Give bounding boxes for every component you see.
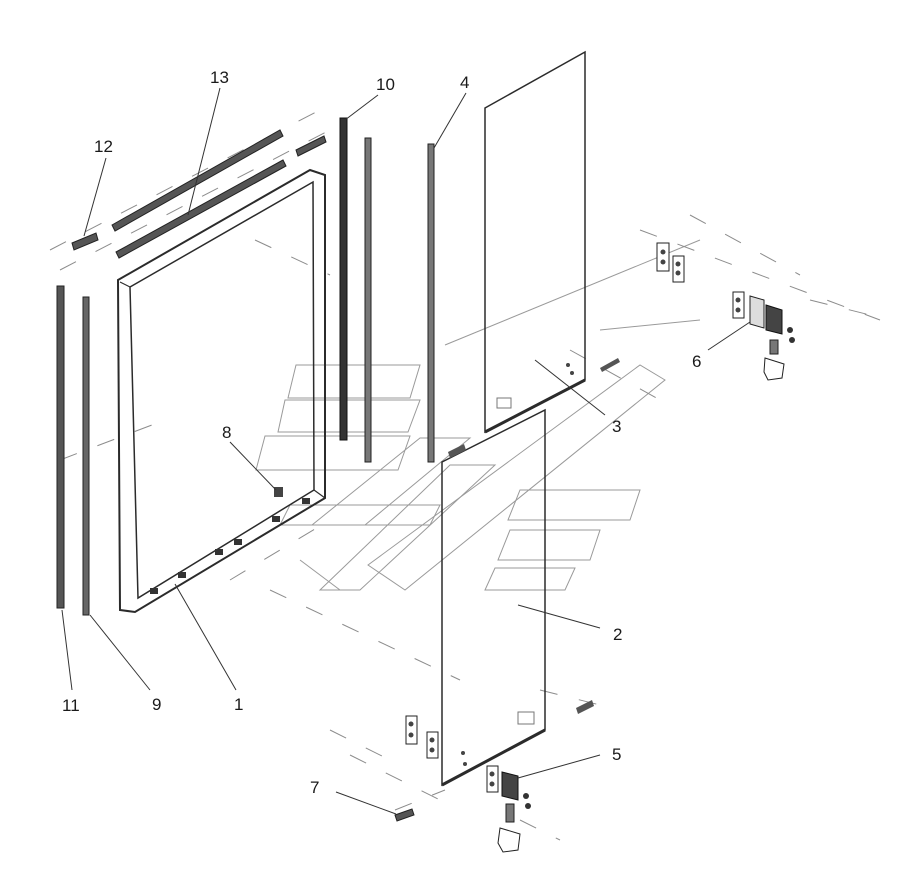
frame-clips bbox=[150, 498, 310, 594]
callout-5: 5 bbox=[612, 745, 621, 764]
clip-8 bbox=[274, 487, 283, 497]
upper-glass-panel bbox=[484, 50, 620, 434]
seal-10 bbox=[339, 117, 372, 463]
callout-2: 2 bbox=[613, 625, 622, 644]
leader-lines bbox=[61, 87, 751, 815]
callout-labels: 12 13 10 4 8 3 6 2 11 9 1 5 7 bbox=[62, 68, 701, 797]
callout-10: 10 bbox=[376, 75, 395, 94]
lower-hinge-plates bbox=[405, 715, 499, 793]
callout-7: 7 bbox=[310, 778, 319, 797]
window-frame bbox=[116, 168, 326, 614]
cab-ghost-outline bbox=[255, 239, 701, 591]
seal-9 bbox=[82, 296, 90, 616]
seal-13 bbox=[111, 129, 287, 259]
callout-1: 1 bbox=[234, 695, 243, 714]
callout-11: 11 bbox=[62, 696, 80, 715]
upper-hinge-plates bbox=[656, 242, 685, 283]
lower-glass-panel bbox=[441, 408, 594, 787]
seal-12 bbox=[71, 135, 327, 251]
callout-4: 4 bbox=[460, 73, 469, 92]
callout-6: 6 bbox=[692, 352, 701, 371]
callout-3: 3 bbox=[612, 417, 621, 436]
callout-9: 9 bbox=[152, 695, 161, 714]
latch-assembly-5 bbox=[497, 771, 531, 853]
callout-12: 12 bbox=[94, 137, 113, 156]
callout-8: 8 bbox=[222, 423, 231, 442]
seal-11 bbox=[56, 285, 65, 609]
latch-assembly-6 bbox=[732, 291, 795, 381]
callout-13: 13 bbox=[210, 68, 229, 87]
seal-4 bbox=[427, 143, 435, 463]
pin-7 bbox=[394, 808, 415, 822]
